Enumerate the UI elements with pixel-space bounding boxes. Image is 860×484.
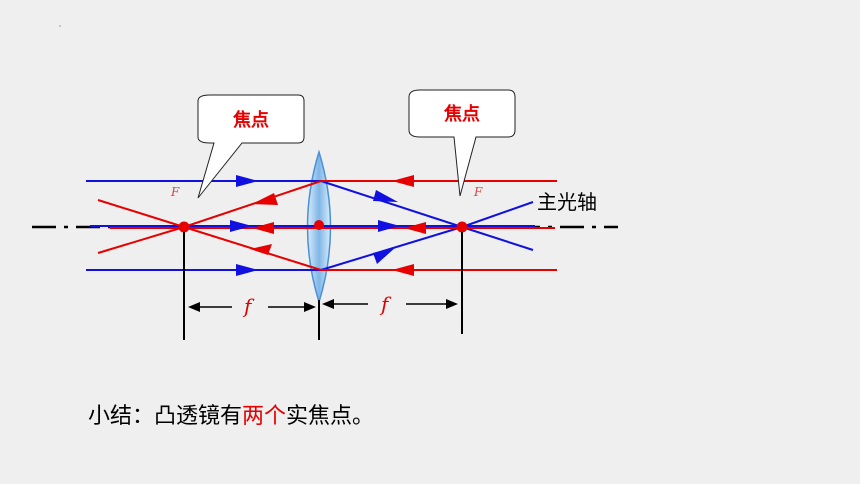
focus-point-right [456, 221, 468, 233]
principal-axis-label: 主光轴 [537, 190, 597, 214]
callout-right-label: 焦点 [443, 103, 480, 125]
callout-left: 焦点 [197, 94, 305, 199]
corner-dot [59, 25, 61, 27]
focal-length-right: f [379, 292, 392, 316]
callout-left-label: 焦点 [232, 109, 269, 131]
distance-markers [183, 232, 463, 340]
summary-text: 小结：凸透镜有两个实焦点。 [88, 398, 374, 430]
focus-label-left: F [170, 185, 180, 199]
red-arrowheads [250, 175, 426, 276]
blue-arrowheads [230, 175, 400, 276]
summary-prefix: 小结：凸透镜有 [88, 404, 243, 429]
dimension-arrows [188, 299, 458, 312]
focal-length-left: f [242, 294, 255, 318]
summary-highlight: 两个 [242, 404, 287, 429]
focus-label-right: F [473, 185, 483, 199]
callout-right: 焦点 [408, 89, 516, 197]
focus-point-left [178, 221, 190, 233]
optical-center [314, 220, 324, 230]
summary-suffix: 实焦点。 [286, 404, 375, 429]
